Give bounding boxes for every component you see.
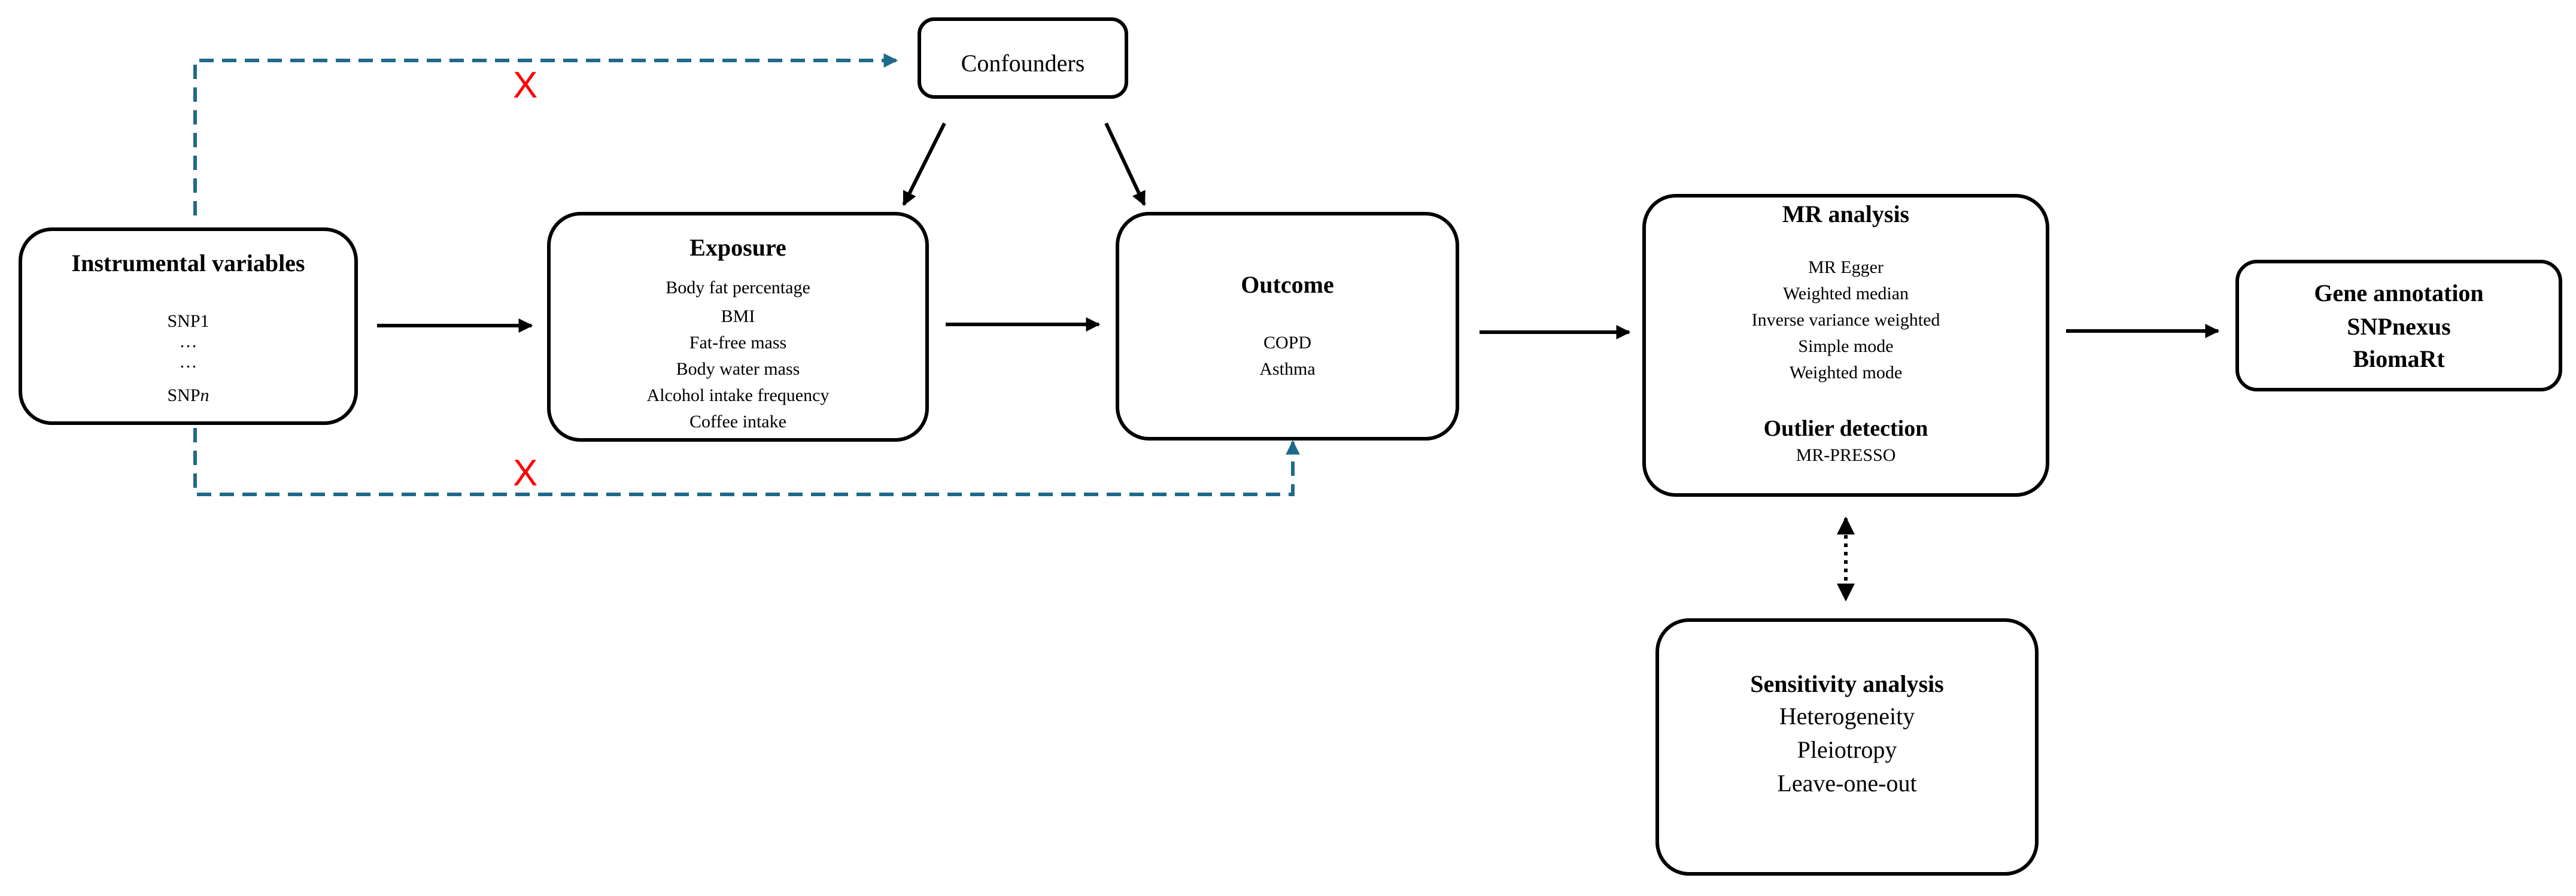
- blocked-x-mark-top: X: [513, 65, 538, 106]
- exposure-item: Coffee intake: [689, 412, 786, 432]
- gene-annotation-title: Gene annotation: [2314, 280, 2484, 306]
- confounders-box: Confounders: [918, 17, 1128, 99]
- mr-analysis-title: MR analysis: [1782, 201, 1910, 227]
- mr-method: Weighted median: [1782, 284, 1909, 303]
- arrow-confounders-to-outcome: [1104, 122, 1146, 206]
- outcome-title: Outcome: [1241, 271, 1334, 298]
- snpn-suffix: n: [200, 385, 209, 405]
- exposure-title: Exposure: [689, 234, 786, 261]
- sensitivity-item: Leave-one-out: [1777, 770, 1917, 797]
- sensitivity-analysis-box: Sensitivity analysis Heterogeneity Pleio…: [1655, 618, 2039, 876]
- snpn-label: SNPn: [22, 385, 354, 406]
- blocked-x-mark-bottom: X: [513, 452, 538, 494]
- outlier-detection-title: Outlier detection: [1763, 416, 1928, 441]
- sensitivity-analysis-title: Sensitivity analysis: [1750, 670, 1944, 697]
- outlier-method: MR-PRESSO: [1796, 445, 1896, 465]
- outcome-box: Outcome COPD Asthma: [1116, 212, 1459, 441]
- exposure-item: Fat-free mass: [689, 333, 787, 353]
- outcome-item: Asthma: [1259, 359, 1316, 379]
- gene-tool: SNPnexus: [2347, 313, 2451, 340]
- mr-analysis-box: MR analysis MR Egger Weighted median Inv…: [1642, 194, 2049, 497]
- exposure-box: Exposure Body fat percentage BMI Fat-fre…: [547, 212, 929, 442]
- mr-method: Weighted mode: [1789, 363, 1903, 382]
- sensitivity-item: Heterogeneity: [1779, 703, 1915, 730]
- exposure-item: Body fat percentage: [666, 278, 810, 297]
- exposure-item: Alcohol intake frequency: [646, 385, 830, 405]
- exposure-item: Body water mass: [676, 359, 800, 379]
- confounders-label: Confounders: [961, 50, 1085, 77]
- mr-method: Simple mode: [1798, 336, 1894, 356]
- snpn-prefix: SNP: [167, 385, 201, 405]
- ellipsis-1: …: [179, 332, 198, 351]
- mr-method: MR Egger: [1808, 257, 1884, 277]
- outcome-item: COPD: [1263, 333, 1312, 353]
- exposure-item: BMI: [721, 306, 755, 326]
- gene-tool: BiomaRt: [2353, 345, 2445, 372]
- snp1-label: SNP1: [167, 311, 209, 331]
- instrumental-variables-title: Instrumental variables: [71, 250, 305, 277]
- sensitivity-item: Pleiotropy: [1797, 736, 1897, 763]
- dashed-path-iv-to-outcome: [193, 428, 1300, 496]
- ellipsis-2: …: [179, 352, 198, 372]
- gene-annotation-box: Gene annotation SNPnexus BiomaRt: [2235, 260, 2562, 391]
- arrow-confounders-to-exposure: [902, 122, 946, 206]
- mr-method: Inverse variance weighted: [1751, 310, 1940, 330]
- dashed-path-iv-to-confounders: [193, 53, 898, 215]
- instrumental-variables-box: Instrumental variables SNP1 … … SNPn: [19, 227, 358, 425]
